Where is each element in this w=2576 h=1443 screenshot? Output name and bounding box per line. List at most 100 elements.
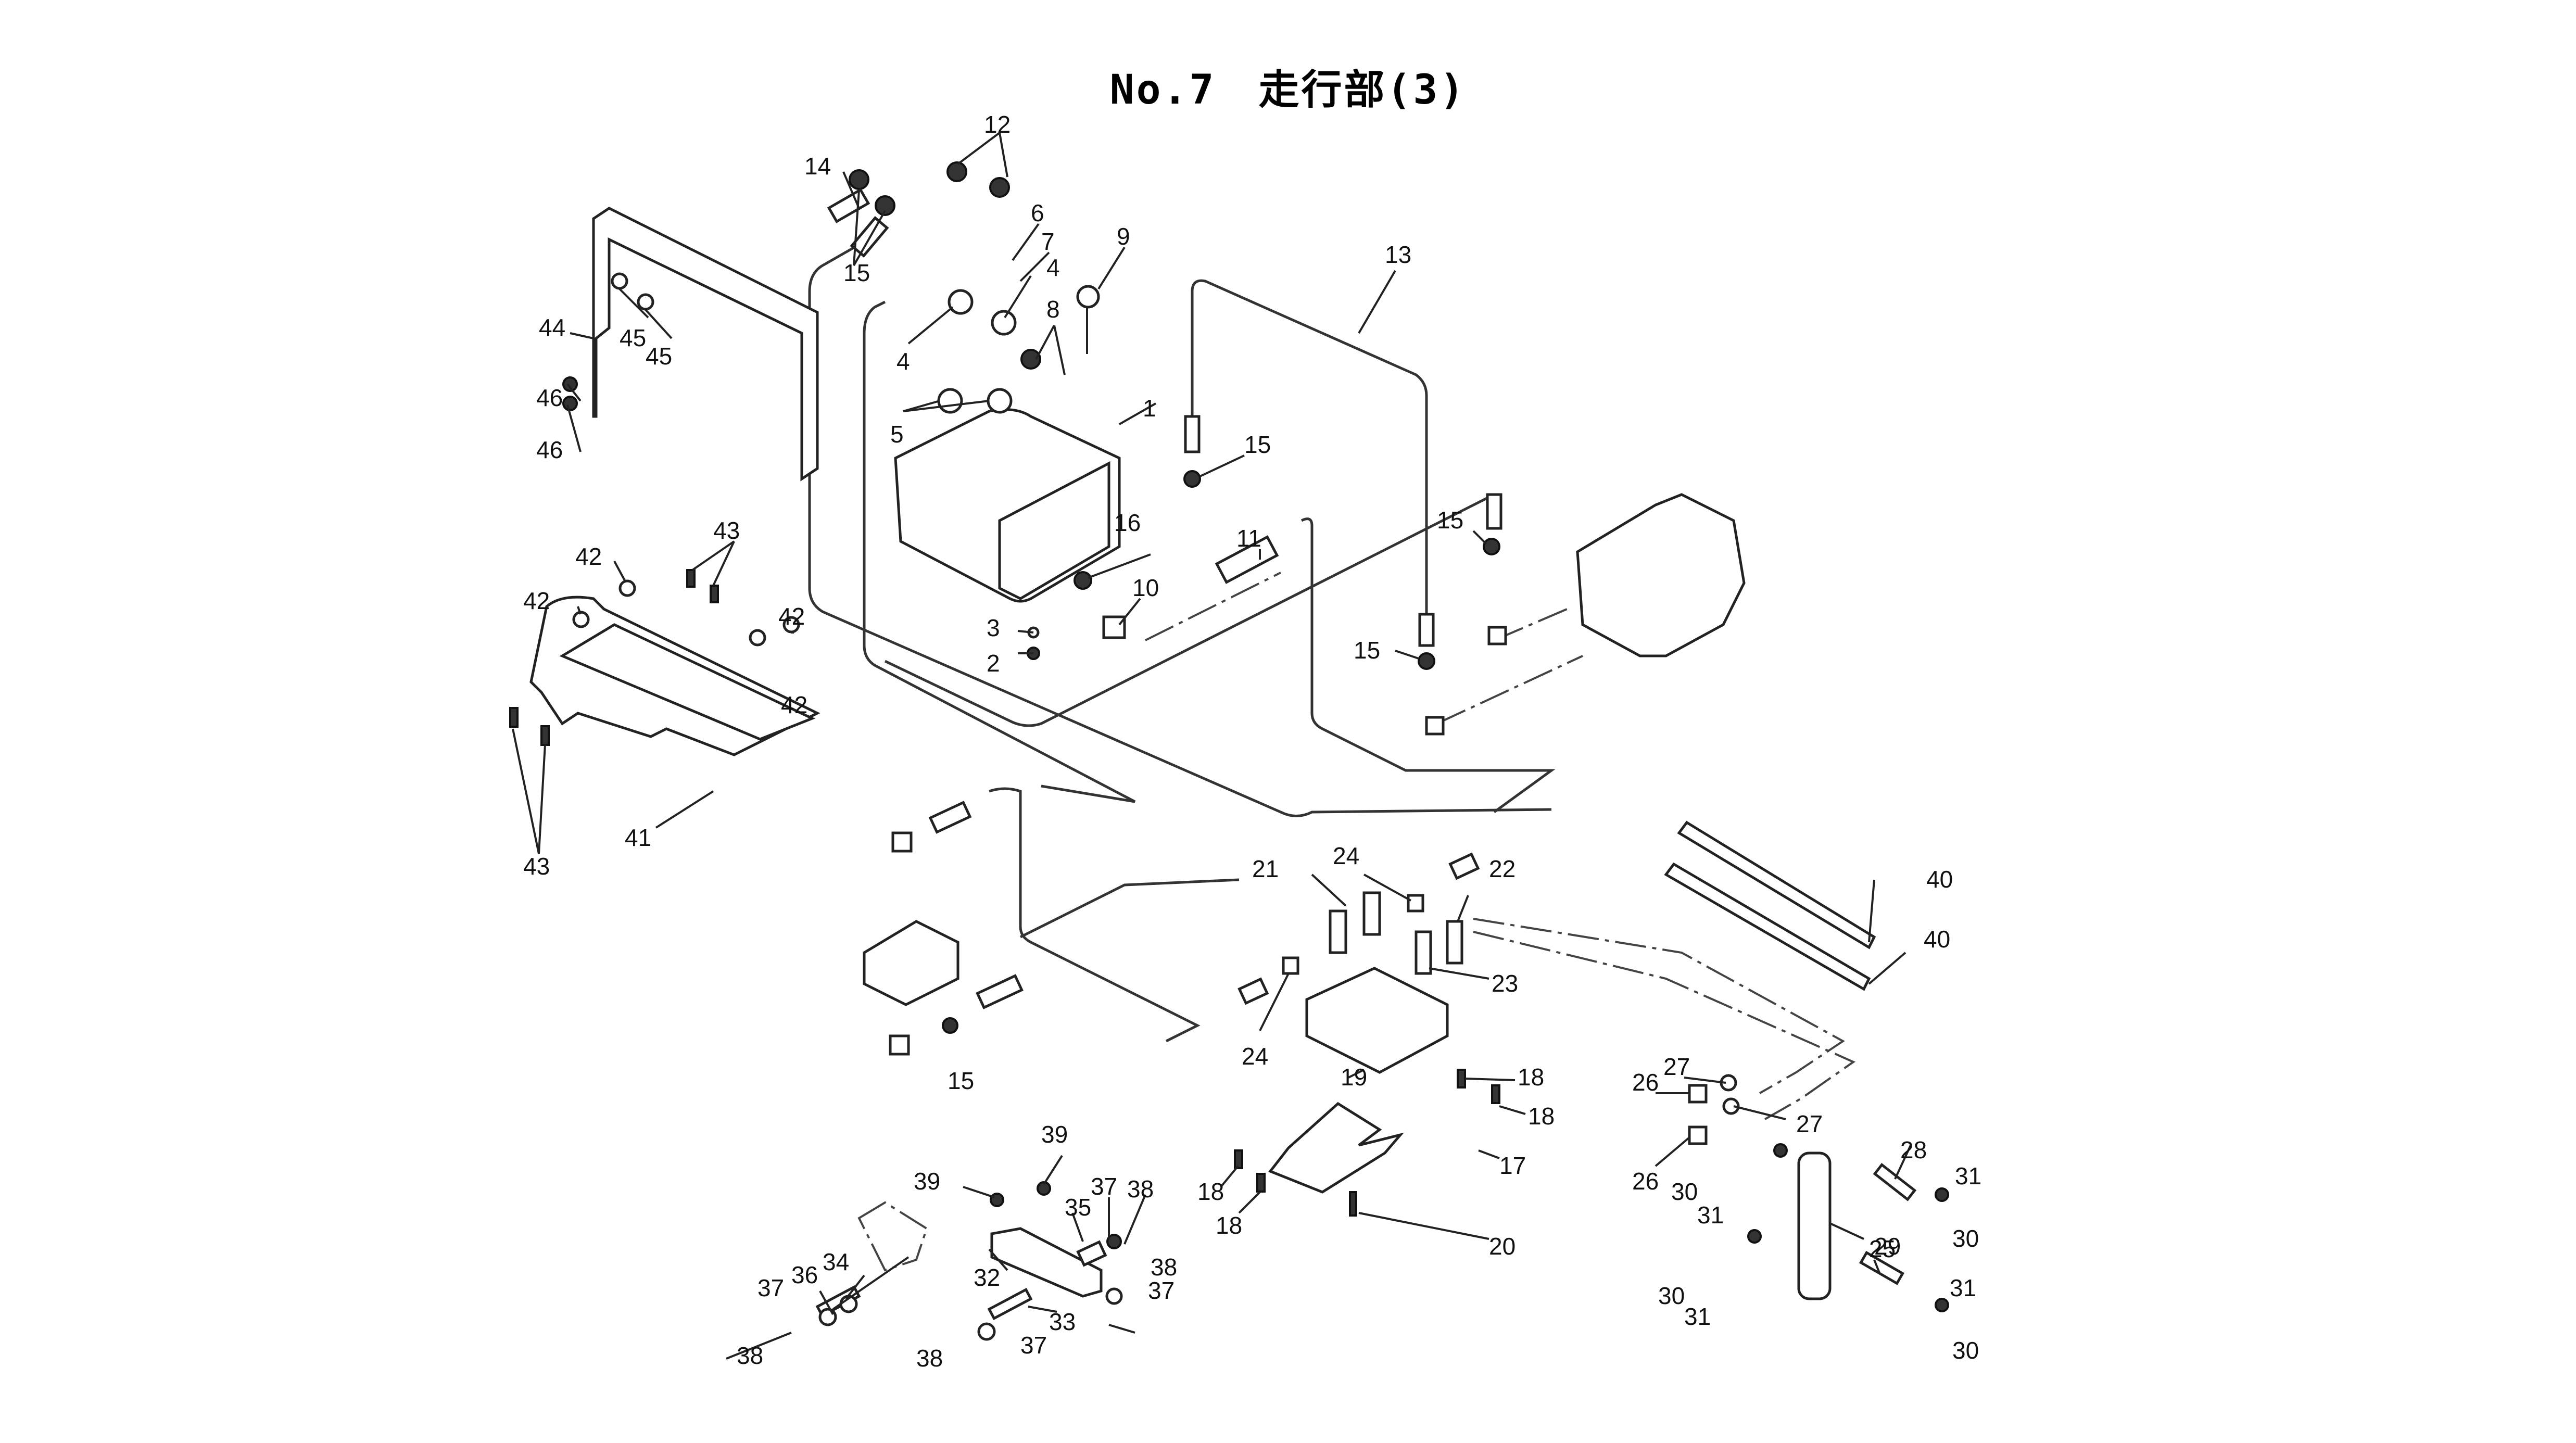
part-15-clamp-c: [1183, 470, 1201, 488]
callout-26a: 26: [1632, 1069, 1659, 1096]
callout-42d: 42: [781, 691, 807, 718]
part-22-spool: [1446, 920, 1463, 965]
part-pump-elbow-top: [891, 831, 913, 853]
callout-15b: 15: [1244, 431, 1271, 458]
part-24-plug-a: [1407, 894, 1424, 913]
part-43-bolt-c: [509, 707, 519, 728]
callout-9: 9: [1117, 223, 1130, 250]
part-pump-fitting-b: [1425, 716, 1445, 736]
part-4-pipe-b: [991, 310, 1017, 336]
part-15-clamp-pump: [942, 1017, 958, 1034]
part-pump-elbow-bottom: [889, 1034, 910, 1056]
callout-31d: 31: [1950, 1274, 1976, 1301]
part-41-window: [559, 623, 816, 741]
callout-15d: 15: [1437, 507, 1463, 534]
part-19-valve: [1305, 967, 1449, 1074]
parts: [509, 161, 1949, 1341]
part-26-elbow-b: [1688, 1125, 1708, 1145]
callout-37b: 37: [1091, 1173, 1117, 1200]
part-37-washer-a: [818, 1308, 837, 1326]
part-8-fitting: [1020, 349, 1041, 370]
part-hst-pump: [1576, 493, 1746, 657]
part-28-pin: [1873, 1162, 1917, 1201]
callout-42c: 42: [778, 603, 805, 630]
callout-10: 10: [1132, 574, 1159, 601]
part-37-washer-d: [1105, 1287, 1123, 1305]
callout-40a: 40: [1926, 866, 1953, 893]
dash-line-pump-2: [1436, 655, 1583, 725]
callout-46b: 46: [536, 436, 563, 463]
part-31-washer-b: [1747, 1229, 1762, 1244]
part-22-fitting: [1448, 852, 1480, 880]
callout-30d: 30: [1952, 1337, 1979, 1364]
part-31-washer-c: [1935, 1187, 1949, 1202]
part-5-gasket-a: [937, 388, 963, 414]
callout-43b: 43: [523, 853, 550, 880]
part-35-sleeve: [1076, 1240, 1107, 1267]
callout-25: 25: [1869, 1235, 1896, 1262]
part-43-bolt-a: [686, 569, 696, 588]
part-12-fitting-b: [989, 177, 1010, 198]
part-31-washer-d: [1935, 1298, 1949, 1312]
callout-17: 17: [1499, 1152, 1526, 1179]
part-16-clamp: [1074, 571, 1092, 590]
part-18-bolt-b: [1491, 1084, 1500, 1104]
part-21-spool-b: [1362, 891, 1381, 936]
callout-24b: 24: [1242, 1043, 1268, 1070]
callout-39a: 39: [914, 1168, 940, 1195]
callout-20: 20: [1489, 1233, 1516, 1260]
part-15-clamp-d: [1418, 652, 1435, 670]
callout-7: 7: [1041, 228, 1055, 255]
callout-42a: 42: [575, 543, 602, 570]
callout-22: 22: [1489, 855, 1516, 882]
part-12-fitting-a: [946, 161, 967, 182]
part-42-cap-b: [572, 611, 590, 628]
part-20-bolt: [1349, 1191, 1357, 1217]
part-14-sleeve: [827, 188, 870, 223]
part-45-cap-b: [637, 293, 654, 311]
callout-39b: 39: [1041, 1121, 1068, 1148]
part-40-tube-b: [1664, 862, 1871, 991]
part-42-cap-d: [749, 629, 766, 647]
callout-34: 34: [823, 1248, 849, 1275]
part-5-gasket-b: [987, 388, 1013, 414]
callout-27b: 27: [1796, 1110, 1823, 1137]
part-18-bolt-d: [1256, 1173, 1266, 1193]
callout-30b: 30: [1952, 1225, 1979, 1252]
callout-15e: 15: [948, 1067, 974, 1094]
part-gear-pump: [863, 920, 959, 1006]
callout-45a: 45: [620, 324, 646, 351]
callout-15a: 15: [843, 259, 870, 286]
callout-15c: 15: [1354, 637, 1380, 664]
callout-41: 41: [625, 824, 651, 851]
part-pump-fitting-a: [1487, 626, 1507, 645]
callout-32: 32: [974, 1264, 1000, 1291]
dash-line-10-11: [1145, 572, 1281, 641]
callout-14: 14: [804, 153, 831, 180]
part-sleeve-13b: [1418, 613, 1435, 647]
callout-4a: 4: [896, 348, 910, 375]
part-46-nut-a: [562, 376, 578, 392]
callout-35: 35: [1065, 1194, 1091, 1221]
callout-33: 33: [1049, 1308, 1076, 1335]
callout-38c: 38: [1151, 1254, 1177, 1281]
hose-pump-2: [1019, 878, 1240, 939]
callout-8: 8: [1046, 296, 1060, 323]
callout-labels: 1 2 3 4 4 5 6 7 8 9 10 11 12 13 14 15 15…: [523, 111, 1981, 1372]
callout-11: 11: [1236, 525, 1261, 552]
callout-31c: 31: [1684, 1303, 1711, 1330]
part-9-cap: [1076, 285, 1100, 309]
part-1-tank-face: [998, 461, 1110, 600]
callout-38a: 38: [737, 1342, 763, 1369]
part-pump-fitting-top: [928, 801, 972, 834]
callout-18a: 18: [1518, 1064, 1544, 1091]
callout-46a: 46: [536, 384, 563, 411]
hose-15-line: [863, 300, 1136, 803]
callout-12: 12: [984, 111, 1011, 138]
callout-30c: 30: [1658, 1282, 1685, 1309]
part-18-bolt-c: [1234, 1149, 1243, 1169]
part-25-cylinder: [1797, 1151, 1832, 1300]
part-44-bracket: [592, 207, 819, 482]
callout-16: 16: [1114, 509, 1141, 536]
part-15-clamp-b: [875, 195, 895, 216]
